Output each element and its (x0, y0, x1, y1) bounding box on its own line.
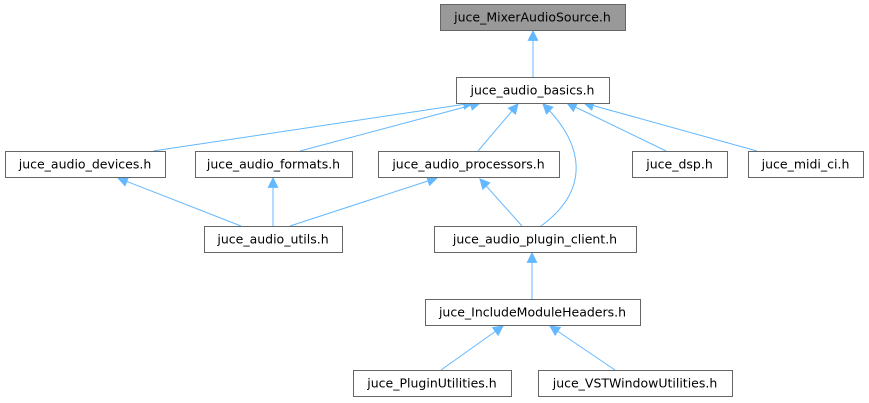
node-box (632, 151, 728, 178)
node-box (378, 151, 560, 178)
node-dsp[interactable]: juce_dsp.h (632, 151, 728, 178)
node-mixer: juce_MixerAudioSource.h (440, 4, 626, 31)
node-formats[interactable]: juce_audio_formats.h (195, 151, 353, 178)
node-box (5, 151, 166, 178)
node-plugin[interactable]: juce_audio_plugin_client.h (434, 226, 637, 253)
node-box (538, 370, 733, 397)
node-label: juce_audio_utils.h (216, 232, 328, 247)
node-box (748, 151, 864, 178)
edge-dsp-to-basics (566, 102, 667, 152)
node-midi[interactable]: juce_midi_ci.h (748, 151, 864, 178)
node-label: juce_audio_plugin_client.h (452, 232, 617, 247)
node-label: juce_audio_basics.h (470, 83, 595, 98)
node-label: juce_dsp.h (645, 157, 713, 172)
node-label: juce_IncludeModuleHeaders.h (438, 305, 626, 320)
node-box (204, 226, 343, 253)
node-label: juce_PluginUtilities.h (366, 376, 496, 391)
edge-pluginutil-to-include (440, 325, 504, 371)
node-vstwin[interactable]: juce_VSTWindowUtilities.h (538, 370, 733, 397)
edge-plugin-to-basics (540, 103, 577, 227)
node-utils[interactable]: juce_audio_utils.h (204, 226, 343, 253)
node-label: juce_midi_ci.h (761, 157, 850, 172)
node-pluginutil[interactable]: juce_PluginUtilities.h (353, 370, 512, 397)
edge-devices-to-basics (152, 99, 475, 152)
edge-formats-to-basics (299, 100, 482, 152)
node-processors[interactable]: juce_audio_processors.h (378, 151, 560, 178)
node-label: juce_MixerAudioSource.h (453, 10, 611, 25)
node-basics[interactable]: juce_audio_basics.h (456, 77, 610, 104)
edge-processors-to-basics (477, 103, 519, 152)
node-box (195, 151, 353, 178)
node-label: juce_audio_formats.h (206, 157, 340, 172)
node-box (456, 77, 610, 104)
edge-utils-to-processors (289, 175, 439, 227)
node-label: juce_audio_devices.h (18, 157, 152, 172)
edge-plugin-to-processors (479, 178, 523, 227)
node-devices[interactable]: juce_audio_devices.h (5, 151, 166, 178)
node-box (440, 4, 626, 31)
edge-midi-to-basics (582, 100, 758, 152)
edges-layer (116, 29, 758, 371)
node-include[interactable]: juce_IncludeModuleHeaders.h (425, 299, 641, 326)
node-box (434, 226, 637, 253)
node-label: juce_audio_processors.h (391, 157, 544, 172)
node-box (425, 299, 641, 326)
edge-utils-to-devices (116, 176, 242, 227)
node-label: juce_VSTWindowUtilities.h (552, 376, 718, 391)
nodes-layer: juce_MixerAudioSource.h juce_audio_basics… (5, 4, 864, 397)
edge-vstwin-to-include (549, 325, 616, 371)
node-box (353, 370, 512, 397)
